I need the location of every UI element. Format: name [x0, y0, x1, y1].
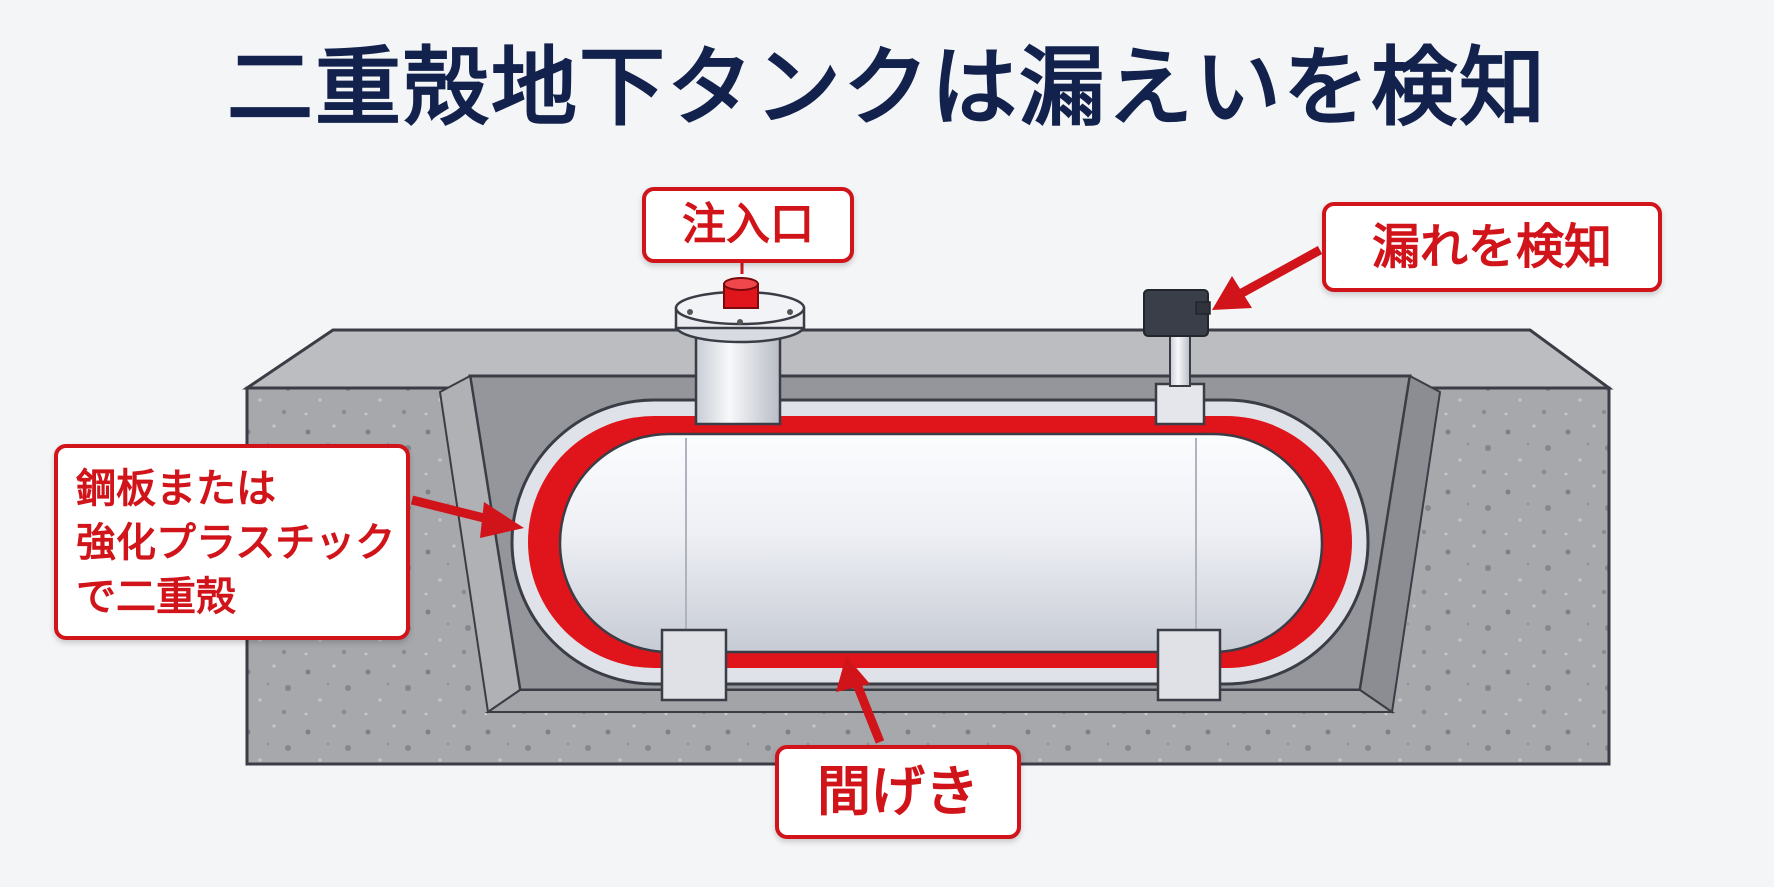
label-double-wall-line-2: 強化プラスチック: [76, 520, 396, 566]
arrow-gap: [851, 680, 885, 744]
arrow-leak-detect-head: [1212, 276, 1252, 310]
inlet-pipe: [674, 277, 806, 426]
diagram-title: 二重殻地下タンクは漏えいを検知: [227, 38, 1547, 138]
label-leak-detect-text: 漏れを検知: [1371, 219, 1612, 275]
label-double-wall-line-1: 鋼板または: [76, 466, 276, 512]
label-inlet: 注入口: [642, 187, 854, 263]
label-inlet-text: 注入口: [682, 199, 814, 250]
label-double-wall: 鋼板または 強化プラスチック で二重殻: [54, 444, 410, 640]
inner-tank: [558, 432, 1324, 654]
support-left: [660, 628, 728, 702]
arrow-double-wall: [410, 495, 494, 525]
label-gap-text: 間げき: [817, 760, 979, 823]
label-double-wall-line-3: で二重殻: [76, 574, 236, 620]
arrow-double-wall-head: [480, 502, 524, 538]
leak-sensor: [1143, 289, 1211, 426]
arrow-leak-detect: [1237, 246, 1323, 298]
label-leak-detect: 漏れを検知: [1322, 202, 1662, 292]
label-gap: 間げき: [775, 745, 1021, 839]
arrow-gap-head: [836, 656, 870, 692]
support-right: [1156, 628, 1222, 702]
arrows: [410, 246, 1323, 744]
